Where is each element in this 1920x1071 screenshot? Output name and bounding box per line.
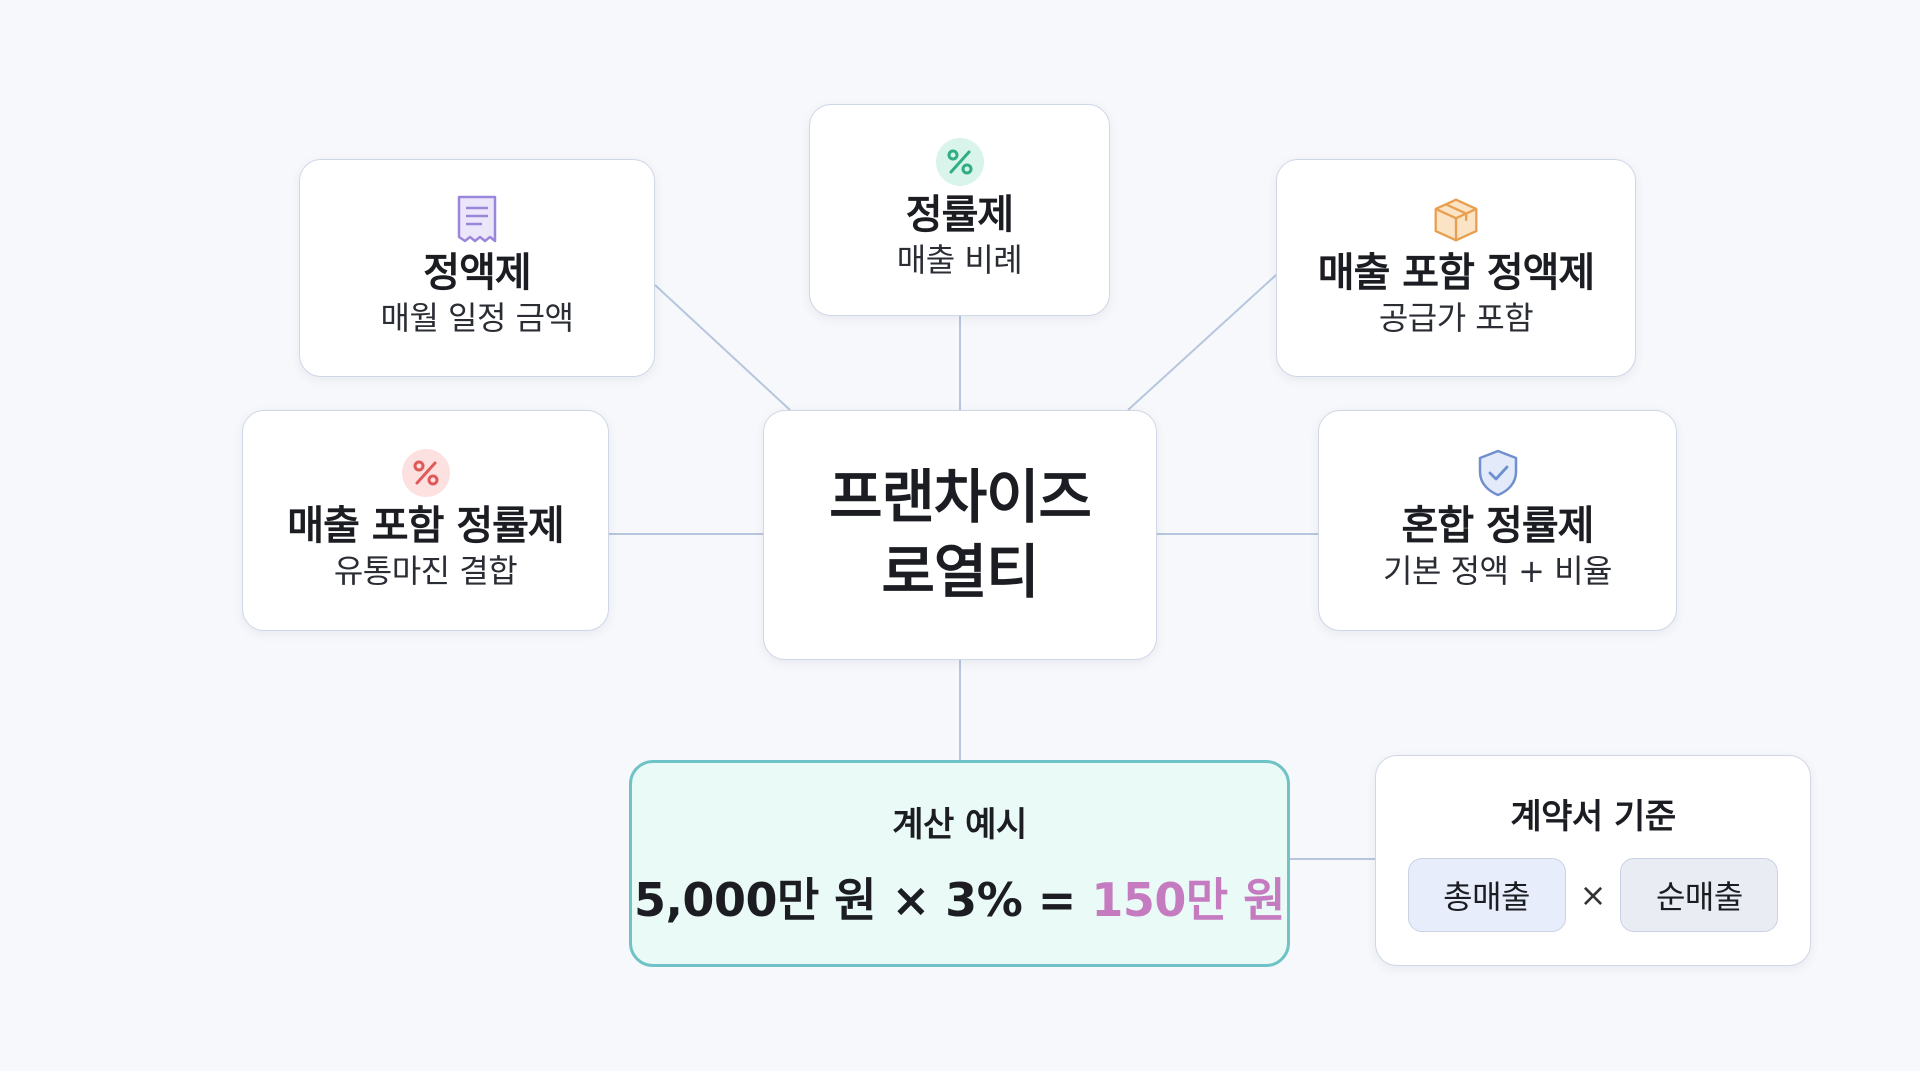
chip-gross-sales: 총매출 — [1407, 858, 1566, 932]
chip-net-sales: 순매출 — [1620, 858, 1779, 932]
node-fixed: 정액제 매월 일정 금액 — [299, 159, 655, 377]
node-sales-fixed: 매출 포함 정액제 공급가 포함 — [1276, 159, 1636, 377]
example-result: 150만 원 — [1091, 873, 1286, 927]
node-fixed-title: 정액제 — [423, 250, 531, 297]
node-mixed-subtitle: 기본 정액 + 비율 — [1383, 551, 1612, 590]
center-title-line1: 프랜차이즈 — [829, 462, 1092, 531]
node-mixed-title: 혼합 정률제 — [1401, 502, 1595, 549]
example-label: 계산 예시 — [892, 805, 1027, 845]
connector-sales-fixed — [1127, 274, 1277, 411]
center-title-line2: 로열티 — [881, 538, 1039, 606]
node-ratio-title: 정률제 — [905, 192, 1014, 239]
node-sales-ratio: 매출 포함 정률제 유통마진 결합 — [242, 410, 609, 631]
center-node: 프랜차이즈 로열티 — [763, 410, 1157, 660]
basis-chips: 총매출 × 순매출 — [1407, 858, 1779, 932]
node-sales-fixed-subtitle: 공급가 포함 — [1378, 299, 1534, 338]
node-mixed: 혼합 정률제 기본 정액 + 비율 — [1318, 410, 1677, 631]
example-box: 계산 예시 5,000만 원 × 3% = 150만 원 — [629, 760, 1290, 967]
node-ratio: 정률제 매출 비례 — [809, 104, 1110, 316]
percent-icon — [401, 448, 450, 497]
receipt-icon — [453, 195, 501, 244]
example-formula-line: 5,000만 원 × 3% = 150만 원 — [633, 864, 1286, 930]
node-ratio-subtitle: 매출 비례 — [896, 241, 1023, 280]
shield-check-icon — [1474, 449, 1522, 497]
percent-icon — [935, 138, 984, 187]
box-icon — [1432, 196, 1480, 244]
node-fixed-subtitle: 매월 일정 금액 — [380, 299, 574, 338]
basis-title: 계약서 기준 — [1510, 797, 1676, 837]
multiply-operator: × — [1579, 876, 1607, 914]
node-sales-fixed-title: 매출 포함 정액제 — [1317, 250, 1595, 297]
node-sales-ratio-subtitle: 유통마진 결합 — [333, 551, 518, 590]
node-sales-ratio-title: 매출 포함 정률제 — [287, 502, 564, 549]
basis-box: 계약서 기준 총매출 × 순매출 — [1375, 755, 1811, 966]
connector-fixed — [654, 284, 791, 411]
example-formula: 5,000만 원 × 3% = — [633, 873, 1076, 927]
